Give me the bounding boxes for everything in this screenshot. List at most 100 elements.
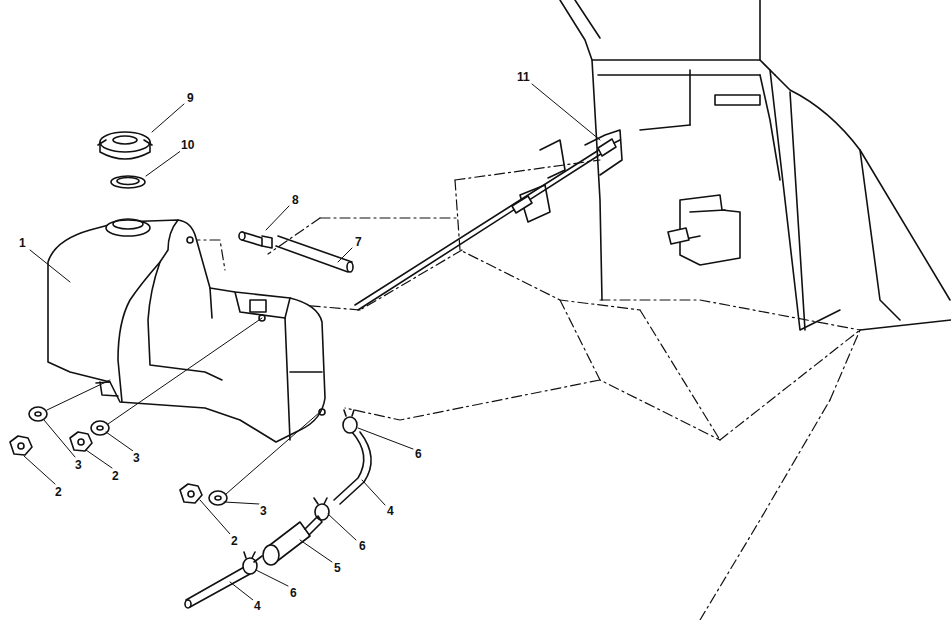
callout-number: 2 [111, 469, 120, 483]
fuel-line [614, 140, 620, 143]
leader-line [24, 84, 600, 600]
vent-fitting [239, 232, 272, 248]
frame-outline [640, 125, 690, 130]
frame-outline [592, 60, 775, 75]
fuel-tank [48, 220, 325, 442]
fuel-tank [100, 382, 118, 396]
leader-line [230, 582, 253, 600]
frame-outline [598, 74, 760, 76]
frame-outline [759, 0, 761, 60]
frame-hidden-lines [320, 217, 460, 218]
fuel-tank [235, 292, 285, 318]
fuel-cap [98, 140, 152, 145]
leader-line [338, 248, 352, 262]
washer [215, 496, 221, 500]
leader-line [358, 428, 413, 449]
callout-number: 6 [358, 539, 367, 553]
fuel-hose [340, 432, 371, 504]
leader-line [106, 432, 133, 451]
fuel-line [598, 139, 616, 156]
frame-outline [689, 70, 691, 125]
callout-number: 3 [259, 504, 268, 518]
callout-number: 1 [18, 236, 27, 250]
callout-number: 4 [386, 504, 395, 518]
fuel-tank [250, 300, 266, 312]
hose-clamp [244, 552, 255, 558]
leader-line [224, 502, 259, 504]
fuel-hose [185, 432, 371, 608]
cap-gasket [111, 176, 145, 188]
callout-number: 10 [180, 138, 195, 152]
lock-nut [180, 484, 202, 503]
frame-hidden-lines [830, 330, 860, 400]
mounting-stud-line [47, 380, 110, 410]
vent-fitting [262, 236, 272, 248]
lock-nut [18, 443, 24, 449]
mount-bracket [585, 130, 622, 175]
fuel-line [355, 139, 620, 310]
fuel-tank [285, 298, 290, 318]
callout-number: 7 [354, 235, 363, 249]
fuel-hose [185, 600, 191, 608]
frame-hidden-lines [360, 250, 462, 310]
mount-bracket [690, 210, 725, 212]
lock-nut [70, 432, 92, 451]
frame-hidden-lines [720, 330, 860, 440]
leader-line [146, 150, 182, 176]
fuel-tank [106, 220, 150, 236]
vent-fitting [239, 232, 245, 240]
frame-hidden-lines [640, 310, 720, 440]
fuel-cap [98, 132, 152, 159]
mounting-stud-line [226, 412, 320, 494]
frame-outline [790, 92, 805, 330]
frame-outline [560, 0, 951, 330]
fuel-cap [113, 136, 137, 144]
callout-number: 2 [54, 485, 63, 499]
callout-number: 3 [74, 458, 83, 472]
leader-line [86, 450, 112, 468]
mounting-stud-line [108, 318, 262, 424]
leader-line [152, 104, 184, 132]
frame-hidden-lines [600, 300, 860, 330]
hose-clamp [243, 410, 357, 574]
fuel-tank [285, 318, 290, 440]
frame-hidden-lines [700, 400, 830, 620]
fuel-line [355, 148, 602, 305]
callout-number: 9 [186, 91, 195, 105]
hose-clamp [314, 498, 327, 504]
fuel-tank [48, 219, 325, 442]
mounting-stud-line [47, 318, 320, 494]
frame-hidden-lines [345, 380, 600, 420]
leader-line [24, 456, 55, 484]
washer [91, 421, 109, 435]
callout-number: 3 [132, 451, 141, 465]
fuel-hose [334, 432, 364, 500]
leader-line [362, 480, 385, 505]
leader-line [532, 84, 600, 140]
leader-line [256, 570, 288, 586]
fuel-tank [290, 371, 322, 373]
lock-nut [188, 491, 194, 497]
mount-bracket [680, 195, 740, 265]
hose-clamp [344, 410, 354, 416]
frame-outline [770, 70, 840, 330]
vent-hose [276, 246, 348, 272]
fuel-tank [187, 237, 193, 243]
hose-clamp [343, 417, 357, 433]
cap-gasket [117, 178, 139, 185]
fuel-hose [186, 566, 246, 600]
washer [29, 407, 227, 505]
vent-hose [276, 236, 353, 272]
callout-number: 6 [414, 447, 423, 461]
fuel-tank [210, 288, 212, 318]
mount-bracket [540, 140, 565, 178]
callout-number: 11 [516, 70, 531, 84]
frame-hidden-lines [455, 180, 640, 310]
callout-number: 5 [333, 561, 342, 575]
vent-hose [278, 236, 352, 262]
frame-outline [575, 0, 600, 38]
fuel-filter [254, 516, 322, 565]
leader-line [300, 540, 332, 562]
callout-number: 4 [253, 599, 262, 613]
